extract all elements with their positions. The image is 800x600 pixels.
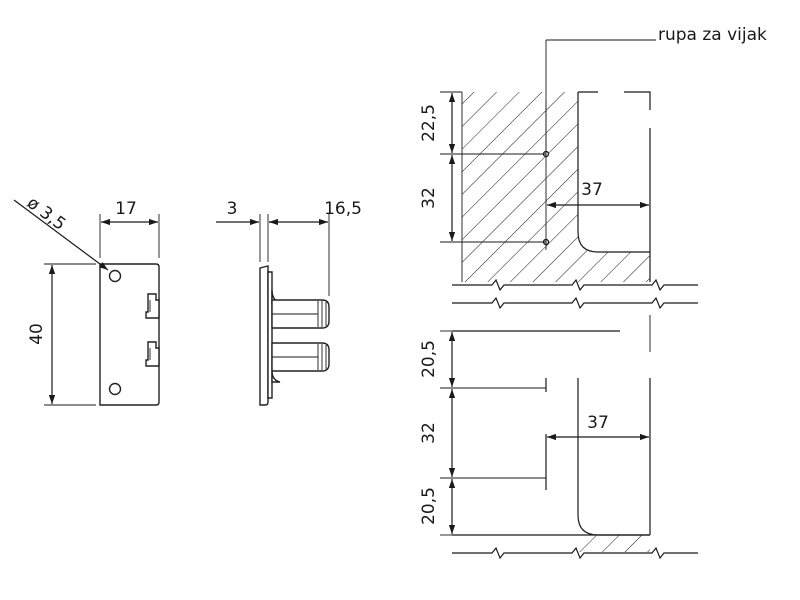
lower-edge-dimension: 37 bbox=[547, 413, 649, 441]
screw-hole-bottom bbox=[108, 382, 122, 396]
upper-wall-hatch bbox=[462, 92, 650, 282]
upper-vertical-dimensions: 22,5 32 bbox=[419, 91, 546, 243]
lower-wall-hatch bbox=[578, 535, 650, 552]
side-depth-dimension: 16,5 bbox=[269, 199, 362, 296]
upper-hole-spacing-label: 32 bbox=[419, 187, 439, 209]
front-height-dimension: 40 bbox=[27, 263, 96, 406]
lower-bottom-offset-label: 20,5 bbox=[419, 487, 439, 525]
side-depth-label: 16,5 bbox=[324, 199, 362, 219]
lower-hole-spacing-label: 32 bbox=[419, 422, 439, 444]
upper-edge-distance-label: 37 bbox=[581, 180, 603, 200]
side-view: 3 16,5 bbox=[216, 199, 362, 406]
screw-hole-callout-label: rupa za vijak bbox=[658, 25, 767, 45]
side-thickness-dimension: 3 bbox=[216, 199, 272, 262]
side-prong-lower bbox=[271, 342, 330, 372]
hole-diameter-label: ø 3,5 bbox=[23, 193, 69, 235]
screw-hole-callout: rupa za vijak bbox=[545, 25, 767, 150]
front-height-label: 40 bbox=[27, 323, 47, 345]
lower-top-offset-label: 20,5 bbox=[419, 340, 439, 378]
front-view: 17 40 ø 3,5 bbox=[13, 193, 160, 406]
upper-section: rupa za vijak 22,5 32 37 bbox=[419, 25, 767, 310]
lower-section: 20,5 32 20,5 37 bbox=[419, 315, 698, 560]
upper-top-offset-label: 22,5 bbox=[419, 104, 439, 142]
front-plate-outline bbox=[99, 263, 160, 406]
side-prong-upper bbox=[271, 299, 330, 329]
front-width-label: 17 bbox=[115, 199, 137, 219]
screw-hole-top bbox=[108, 269, 122, 283]
upper-edge-dimension: 37 bbox=[547, 180, 649, 209]
lower-edge-distance-label: 37 bbox=[587, 413, 609, 433]
front-width-dimension: 17 bbox=[99, 199, 160, 258]
front-clip-tabs bbox=[145, 293, 160, 367]
side-plate-outline bbox=[259, 265, 269, 406]
lower-vertical-dimensions: 20,5 32 20,5 bbox=[419, 332, 456, 534]
side-thickness-label: 3 bbox=[227, 199, 238, 219]
hole-diameter-callout: ø 3,5 bbox=[13, 193, 109, 271]
